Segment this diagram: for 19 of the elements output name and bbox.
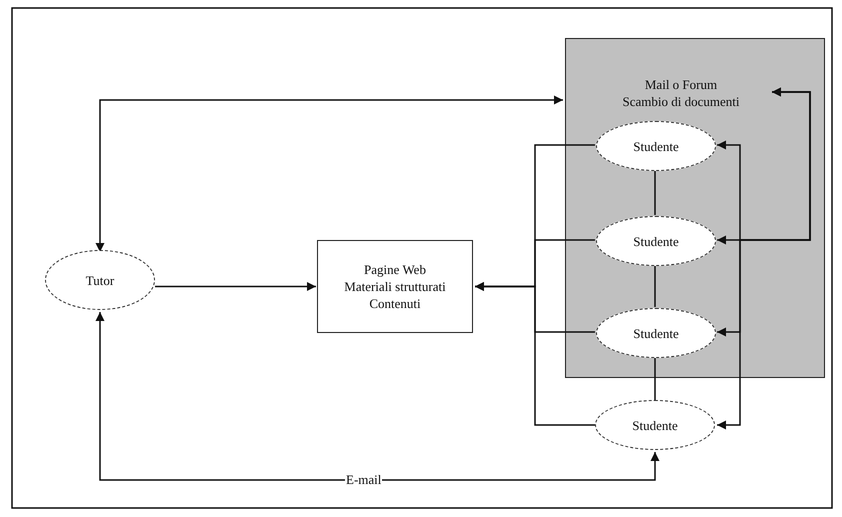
connector-line xyxy=(654,357,656,400)
node-text: Materiali strutturati xyxy=(344,278,446,295)
ellipse-node: Studente xyxy=(596,121,716,171)
arrow xyxy=(475,282,595,426)
node-text: Contenuti xyxy=(369,295,421,312)
arrow xyxy=(155,282,316,291)
node-text: Scambio di documenti xyxy=(622,93,740,110)
arrow xyxy=(96,96,563,252)
edge-label: E-mail xyxy=(345,473,382,487)
ellipse-node: Studente xyxy=(596,216,716,266)
arrow xyxy=(96,312,660,481)
arrow xyxy=(717,88,811,430)
node-text: Pagine Web xyxy=(364,261,426,278)
connector-line xyxy=(654,265,656,307)
node-text: Mail o Forum xyxy=(644,76,718,93)
connector-line xyxy=(654,170,656,215)
ellipse-node: Studente xyxy=(595,400,715,450)
ellipse-node: Studente xyxy=(596,308,716,358)
ellipse-node: Tutor xyxy=(45,250,155,310)
